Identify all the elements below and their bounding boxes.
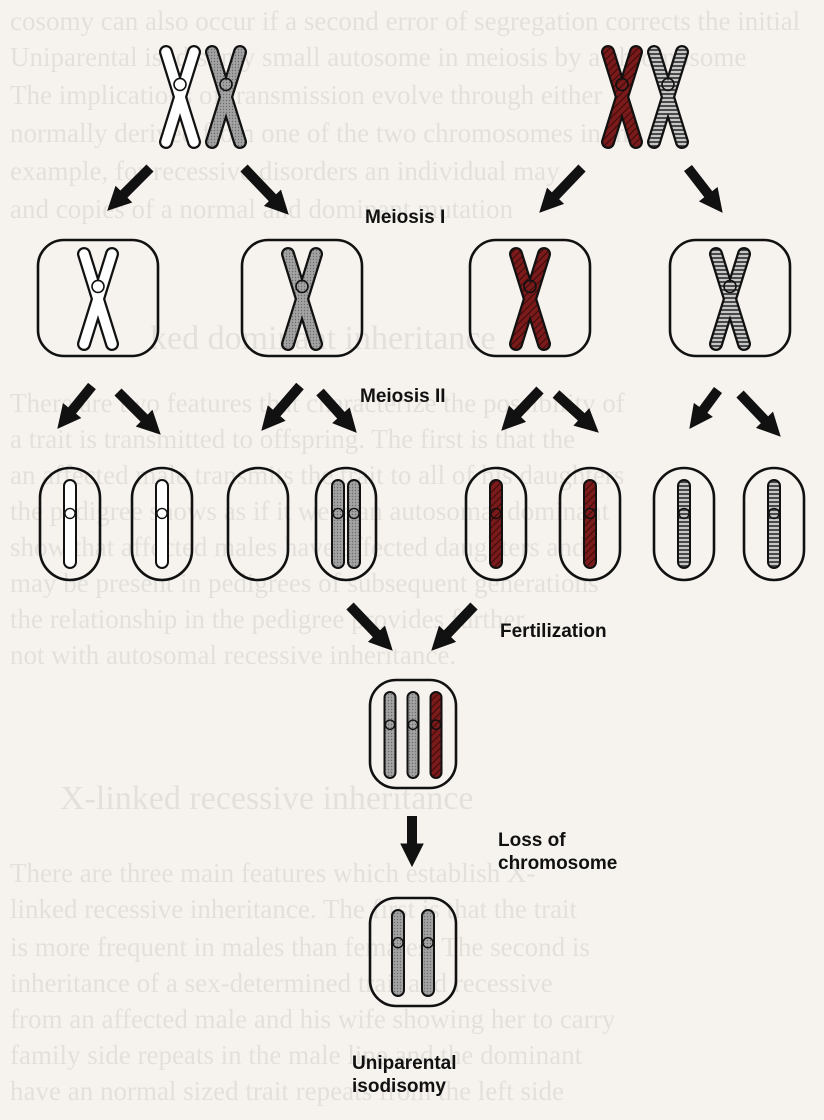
zygote-chromosome-gray-b — [408, 692, 419, 778]
arrow-meiosis2-5 — [494, 390, 540, 438]
arrow-meiosis2-4 — [320, 392, 364, 439]
arrow-meiosis1-a — [100, 168, 150, 218]
uniparental-isodisomy-label: Uniparental isodisomy — [352, 1052, 457, 1098]
gamete-3-empty — [228, 468, 288, 580]
arrow-meiosis2-3 — [254, 386, 300, 437]
gamete-1-chromosome — [64, 480, 76, 568]
gamete-4 — [316, 468, 376, 580]
top-right-striped-chromosome — [654, 52, 682, 142]
arrow-meiosis2-8 — [740, 394, 788, 444]
gamete-4-chromosome-b — [348, 480, 360, 568]
gamete-2-chromosome — [156, 480, 168, 568]
gamete-6-chromosome — [584, 480, 596, 568]
top-right-red-chromosome — [608, 52, 636, 142]
arrow-meiosis2-1 — [49, 386, 92, 435]
top-left-white-chromosome — [166, 52, 194, 142]
meiosis1-cell-gray-chromosome — [288, 254, 316, 344]
fertilization-label: Fertilization — [500, 620, 607, 643]
meiosis-two-label: Meiosis II — [360, 385, 446, 408]
loss-label-line1: Loss of — [498, 829, 617, 852]
arrow-meiosis2-6 — [556, 394, 605, 440]
arrow-fertilization-left — [350, 606, 400, 658]
arrow-meiosis1-d — [688, 168, 731, 219]
loss-label-line2: chromosome — [498, 852, 617, 875]
arrow-meiosis2-2 — [118, 392, 168, 442]
arrow-loss-of-chromosome — [401, 816, 423, 866]
result-label-line2: isodisomy — [352, 1075, 457, 1098]
zygote-chromosome-gray-a — [385, 692, 396, 778]
gamete-5-chromosome — [490, 480, 502, 568]
meiosis1-cell-white-chromosome — [84, 254, 112, 344]
uniparental-isodisomy-cell — [370, 898, 456, 1006]
top-left-gray-chromosome — [212, 52, 240, 142]
arrow-meiosis1-c — [532, 168, 582, 220]
arrow-meiosis1-b — [244, 168, 296, 222]
result-label-line1: Uniparental — [352, 1052, 457, 1075]
chromosomes — [38, 52, 804, 1006]
arrow-fertilization-right — [424, 606, 474, 658]
meiosis1-cell-red-chromosome — [516, 254, 544, 344]
gamete-4-chromosome-a — [332, 480, 344, 568]
gamete-7-chromosome — [678, 480, 690, 568]
meiosis1-cell-striped-chromosome — [716, 254, 744, 344]
loss-of-chromosome-label: Loss of chromosome — [498, 829, 617, 875]
zygote-chromosome-red — [431, 692, 442, 778]
gamete-8-chromosome — [768, 480, 780, 568]
meiosis-one-label: Meiosis I — [365, 206, 445, 229]
isodisomy-chromosome-b — [422, 910, 434, 996]
arrow-meiosis2-7 — [681, 390, 718, 435]
isodisomy-chromosome-a — [392, 910, 404, 996]
